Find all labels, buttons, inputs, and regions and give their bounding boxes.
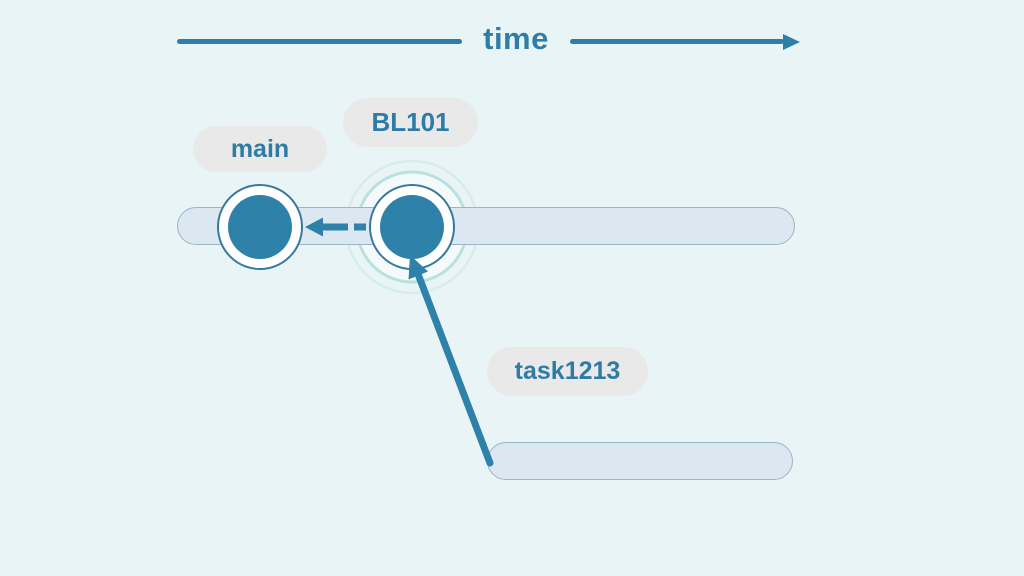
- time-axis-arrowhead-icon: [783, 33, 800, 50]
- merge-arrow-shaft: [414, 270, 494, 467]
- task1213-branch-label-text: task1213: [514, 357, 621, 385]
- bl101-commit-dot: [380, 195, 444, 259]
- main-branch-label-text: main: [230, 134, 290, 163]
- bl101-branch-label: BL101: [343, 98, 478, 147]
- bl101-branch-label-text: BL101: [371, 107, 450, 137]
- bl101-commit-node: [369, 184, 455, 270]
- main-commit-dot: [228, 195, 292, 259]
- task1213-branch-lane: [487, 442, 793, 480]
- task1213-branch-label: task1213: [487, 347, 648, 396]
- time-axis-label: time: [483, 21, 549, 56]
- main-branch-label: main: [193, 126, 327, 172]
- time-axis-line-left: [177, 39, 462, 44]
- time-axis-line-right: [570, 39, 784, 44]
- main-commit-node: [217, 184, 303, 270]
